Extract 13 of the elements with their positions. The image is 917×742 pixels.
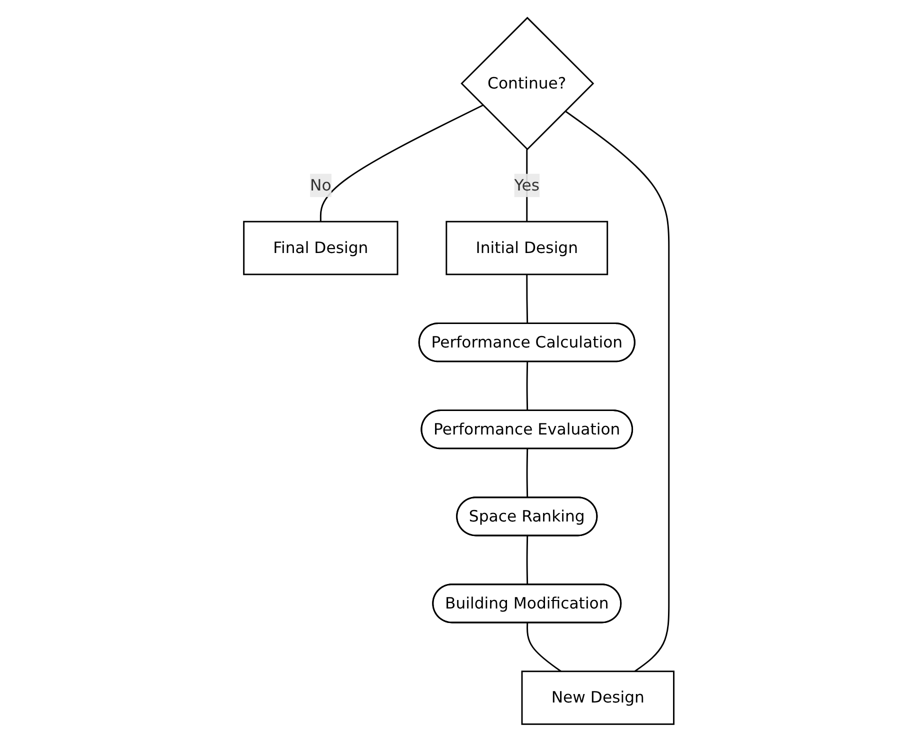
- connector: [526, 362, 528, 411]
- edge-label: No: [310, 176, 332, 194]
- node-box: Initial Design: [445, 220, 608, 276]
- connector: [564, 110, 670, 672]
- edge-label: Yes: [514, 176, 540, 194]
- connector: [526, 448, 528, 498]
- connector: [526, 622, 562, 672]
- connector: [320, 104, 483, 222]
- node-diamond: Continue?: [460, 16, 594, 150]
- connector: [526, 274, 528, 324]
- node-box: Final Design: [242, 220, 398, 276]
- node-box: New Design: [520, 670, 674, 725]
- connector: [526, 536, 528, 585]
